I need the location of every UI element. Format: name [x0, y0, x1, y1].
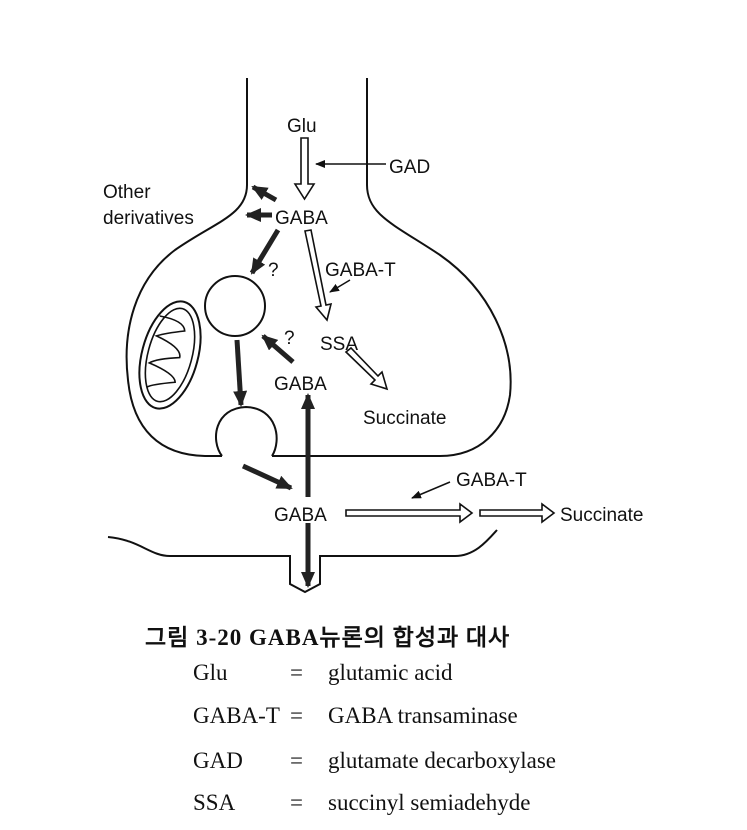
legend-eq: =: [290, 748, 303, 773]
legend-eq: =: [290, 790, 303, 815]
label-gad: GAD: [389, 157, 430, 178]
label-derivatives: derivatives: [103, 208, 194, 229]
release-arrow: [241, 463, 293, 491]
cytosol-gaba-to-vesicle-arrow: [261, 334, 295, 364]
legend-meaning: GABA transaminase: [328, 703, 518, 728]
label-question-2: ?: [284, 328, 295, 349]
gaba-to-vesicle-arrow: [249, 228, 281, 275]
label-gaba-cleft: GABA: [274, 505, 327, 526]
label-gabat-bottom: GABA-T: [456, 470, 527, 491]
cleft-gaba-to-gabat-arrow: [345, 502, 474, 524]
gaba-to-other-arrow-1: [251, 184, 278, 203]
label-glu: Glu: [287, 116, 317, 137]
glu-to-gaba-arrow: [293, 137, 316, 201]
label-gaba-mid: GABA: [274, 374, 327, 395]
gabat-enzyme-arrow-bottom: [411, 481, 451, 499]
figure-caption: 그림 3-20 GABA뉴론의 합성과 대사: [145, 625, 511, 650]
legend-abbr: Glu: [193, 660, 228, 685]
synaptic-vesicle: [204, 275, 266, 337]
docked-vesicle: [215, 405, 278, 457]
legend-meaning: glutamic acid: [328, 660, 453, 685]
legend-eq: =: [290, 660, 303, 685]
label-succinate-top: Succinate: [363, 408, 446, 429]
legend-abbr: GABA-T: [193, 703, 280, 728]
legend-abbr: GAD: [193, 748, 243, 773]
label-other: Other: [103, 182, 151, 203]
label-ssa: SSA: [320, 334, 358, 355]
label-gabat-top: GABA-T: [325, 260, 396, 281]
gabat-enzyme-arrow-top: [329, 279, 351, 293]
gabat-to-succinate-arrow: [479, 502, 556, 524]
mitochondrion: [138, 300, 202, 410]
legend-abbr: SSA: [193, 790, 236, 815]
label-gaba-top: GABA: [275, 208, 328, 229]
postsynaptic-membrane: [107, 529, 498, 594]
ssa-to-succinate-arrow: [344, 346, 389, 391]
legend-meaning: glutamate decarboxylase: [328, 748, 556, 773]
gaba-to-ssa-arrow: [304, 229, 333, 322]
label-question-1: ?: [268, 260, 279, 281]
label-succinate-bottom: Succinate: [560, 505, 643, 526]
vesicle-to-docking-arrow: [233, 339, 248, 407]
legend-eq: =: [290, 703, 303, 728]
presynaptic-membrane: [125, 78, 512, 457]
legend-meaning: succinyl semiadehyde: [328, 790, 531, 815]
